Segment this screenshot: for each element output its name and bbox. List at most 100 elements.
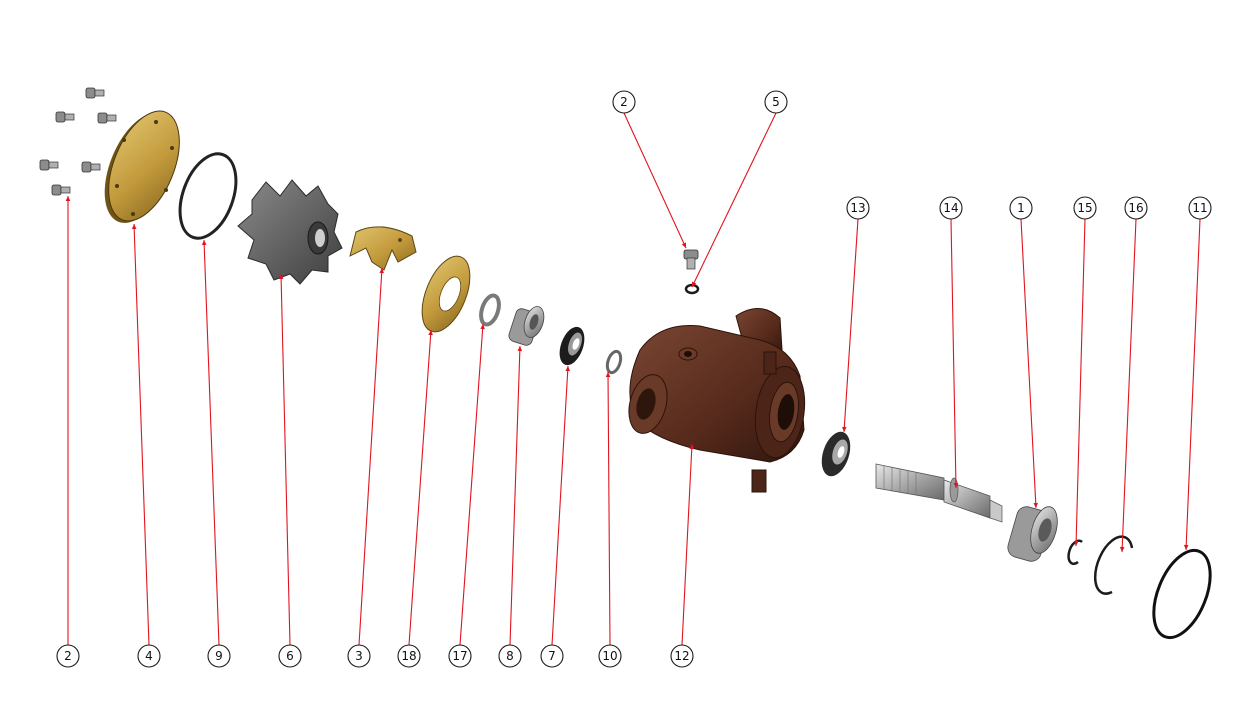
leader-12-arrowhead (689, 444, 695, 450)
svg-text:5: 5 (772, 95, 780, 109)
callout-18: 18 (397, 644, 421, 668)
callout-17: 17 (448, 644, 472, 668)
leader-17-arrowhead (480, 324, 485, 330)
svg-text:18: 18 (401, 649, 416, 663)
o-ring-11 (1152, 548, 1212, 640)
callout-12: 12 (670, 644, 694, 668)
callout-7: 7 (540, 644, 564, 668)
svg-text:12: 12 (674, 649, 689, 663)
svg-text:17: 17 (452, 649, 467, 663)
screw (55, 111, 75, 123)
screw (85, 87, 105, 99)
leader-5-arrowhead (692, 281, 697, 287)
callout-13: 13 (846, 196, 870, 220)
callout-3: 3 (347, 644, 371, 668)
svg-text:14: 14 (943, 201, 958, 215)
svg-text:10: 10 (602, 649, 617, 663)
leader-16 (1121, 218, 1137, 553)
leader-2-top (623, 112, 687, 249)
callout-8: 8 (498, 644, 522, 668)
svg-text:4: 4 (145, 649, 153, 663)
leader-13 (843, 218, 859, 433)
svg-text:3: 3 (355, 649, 363, 663)
callout-2-top: 2 (612, 90, 636, 114)
callout-9: 9 (207, 644, 231, 668)
retaining-ring-16 (1093, 535, 1134, 595)
leader-8-arrowhead (517, 346, 523, 352)
leader-2-bottom-arrowhead (65, 196, 71, 201)
callout-1: 1 (1009, 196, 1033, 220)
cam (349, 226, 417, 271)
leader-16-arrowhead (1119, 546, 1125, 552)
leader-4-arrowhead (131, 224, 137, 230)
svg-text:1: 1 (1017, 201, 1025, 215)
leader-17 (459, 323, 484, 646)
leader-12 (681, 443, 693, 646)
leader-6-arrowhead (278, 274, 284, 280)
screw (39, 159, 59, 171)
leader-5 (691, 112, 777, 288)
callout-2-bottom: 2 (56, 644, 80, 668)
callout-6: 6 (278, 644, 302, 668)
cover-plate (104, 110, 180, 223)
leader-7 (551, 365, 569, 646)
top-screw (683, 249, 699, 270)
leader-18-arrowhead (428, 330, 433, 336)
screw (51, 184, 71, 196)
leader-11-arrowhead (1183, 544, 1189, 550)
svg-text:2: 2 (64, 649, 72, 663)
wear-plate (421, 255, 471, 333)
leader-8 (509, 345, 521, 646)
callout-16: 16 (1124, 196, 1148, 220)
screw (97, 112, 117, 124)
leader-3-arrowhead (379, 268, 384, 274)
leader-3 (358, 267, 383, 646)
impeller (237, 179, 343, 285)
leader-10-arrowhead (605, 372, 611, 378)
svg-text:15: 15 (1077, 201, 1092, 215)
washer-17 (479, 293, 501, 327)
leader-18 (408, 329, 432, 646)
leader-2-top-arrowhead (681, 242, 687, 248)
top-washer (684, 283, 700, 295)
circlip-15 (1067, 539, 1083, 565)
seal-13 (821, 431, 851, 477)
leader-11 (1185, 218, 1201, 551)
callout-11: 11 (1188, 196, 1212, 220)
leader-15 (1075, 218, 1086, 547)
leader-4 (133, 223, 150, 646)
leader-14 (950, 218, 957, 489)
leader-lines (65, 112, 1201, 646)
svg-text:9: 9 (215, 649, 223, 663)
svg-text:7: 7 (548, 649, 556, 663)
callout-5: 5 (764, 90, 788, 114)
seal-7 (559, 326, 585, 366)
svg-text:8: 8 (506, 649, 514, 663)
screw (81, 161, 101, 173)
leader-1 (1020, 218, 1037, 509)
svg-text:16: 16 (1128, 201, 1143, 215)
leader-15-arrowhead (1073, 540, 1079, 546)
o-ring-large (178, 152, 238, 240)
leader-9 (203, 239, 220, 646)
ring-10 (605, 349, 623, 375)
bearing-1 (1007, 506, 1058, 562)
leader-6 (280, 273, 291, 646)
pump-body (628, 308, 806, 493)
callout-labels: 2 4 9 6 3 18 17 8 7 10 12 2 5 13 14 1 15… (56, 90, 1212, 668)
bearing-8 (508, 306, 545, 346)
leader-13-arrowhead (842, 426, 847, 432)
leader-14-arrowhead (953, 482, 959, 488)
leader-9-arrowhead (201, 240, 207, 246)
callout-14: 14 (939, 196, 963, 220)
screws-group (39, 87, 117, 196)
svg-text:2: 2 (620, 95, 628, 109)
svg-text:11: 11 (1192, 201, 1207, 215)
leader-10 (607, 371, 611, 646)
callout-4: 4 (137, 644, 161, 668)
callout-10: 10 (598, 644, 622, 668)
svg-text:13: 13 (850, 201, 865, 215)
callout-15: 15 (1073, 196, 1097, 220)
